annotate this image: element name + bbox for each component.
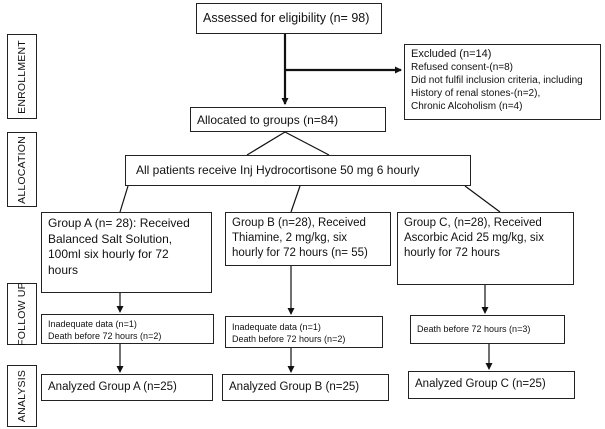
group-b-line: hourly for 72 hours (n= 55) — [232, 246, 368, 259]
group-b-box: Group B (n=28), Received Thiamine, 2 mg/… — [225, 212, 391, 266]
analyzed-text: Analyzed Group A (n=25) — [48, 381, 177, 393]
group-a-line: Group A (n= 28): Received — [48, 216, 190, 230]
group-a-line: 100ml six hourly for 72 — [48, 247, 169, 262]
followup-line: Inadequate data (n=1) — [232, 322, 321, 332]
phase-label-enrollment: ENROLLMENT — [7, 34, 37, 119]
excluded-line: Did not fulfil inclusion criteria, inclu… — [411, 75, 583, 87]
analyzed-text: Analyzed Group B (n=25) — [229, 381, 360, 393]
group-a-followup-box: Inadequate data (n=1) Death before 72 ho… — [41, 314, 214, 344]
group-c-followup-box: Death before 72 hours (n=3) — [410, 315, 565, 344]
group-c-line: Group C, (n=28), Received — [404, 217, 542, 229]
phase-analysis-text: ANALYSIS — [16, 369, 28, 423]
excluded-box: Excluded (n=14) Refused consent-(n=8) Di… — [404, 44, 601, 120]
group-b-analyzed-box: Analyzed Group B (n=25) — [222, 374, 389, 401]
assessed-text: Assessed for eligibility (n= 98) — [203, 11, 370, 25]
phase-label-analysis: ANALYSIS — [7, 365, 37, 427]
group-c-analyzed-box: Analyzed Group C (n=25) — [408, 371, 575, 399]
followup-line: Death before 72 hours (n=2) — [48, 331, 162, 342]
group-a-analyzed-box: Analyzed Group A (n=25) — [41, 374, 213, 401]
assessed-box: Assessed for eligibility (n= 98) — [196, 3, 382, 34]
group-c-line: hourly for 72 hours — [404, 246, 500, 259]
followup-line: Death before 72 hours (n=2) — [232, 334, 346, 345]
phase-follow-up-text: FOLLOW UP — [16, 282, 28, 346]
group-a-line: hours — [48, 262, 79, 277]
phase-label-allocation: ALLOCATION — [7, 132, 37, 207]
all-patients-box: All patients receive Inj Hydrocortisone … — [125, 155, 471, 186]
excluded-line: Chronic Alcoholism (n=4) — [411, 101, 523, 113]
phase-allocation-text: ALLOCATION — [16, 135, 28, 204]
excluded-title: Excluded (n=14) — [411, 48, 492, 60]
group-c-box: Group C, (n=28), Received Ascorbic Acid … — [397, 212, 574, 285]
group-c-line: Ascorbic Acid 25 mg/kg, six — [404, 231, 544, 244]
followup-line: Death before 72 hours (n=3) — [417, 324, 531, 334]
followup-line: Inadequate data (n=1) — [48, 319, 137, 329]
group-a-line: Balanced Salt Solution, — [48, 231, 173, 246]
all-patients-text: All patients receive Inj Hydrocortisone … — [136, 163, 420, 177]
analyzed-text: Analyzed Group C (n=25) — [415, 378, 546, 390]
excluded-line: Refused consent-(n=8) — [411, 62, 514, 74]
allocated-box: Allocated to groups (n=84) — [190, 107, 386, 132]
group-b-followup-box: Inadequate data (n=1) Death before 72 ho… — [225, 316, 383, 348]
group-b-line: Thiamine, 2 mg/kg, six — [232, 231, 348, 244]
group-a-box: Group A (n= 28): Received Balanced Salt … — [41, 212, 212, 293]
phase-label-follow-up: FOLLOW UP — [7, 282, 37, 346]
excluded-line: History of renal stones-(n=2), — [411, 88, 541, 100]
group-b-line: Group B (n=28), Received — [232, 217, 366, 229]
phase-enrollment-text: ENROLLMENT — [16, 39, 28, 114]
allocated-text: Allocated to groups (n=84) — [197, 113, 339, 127]
